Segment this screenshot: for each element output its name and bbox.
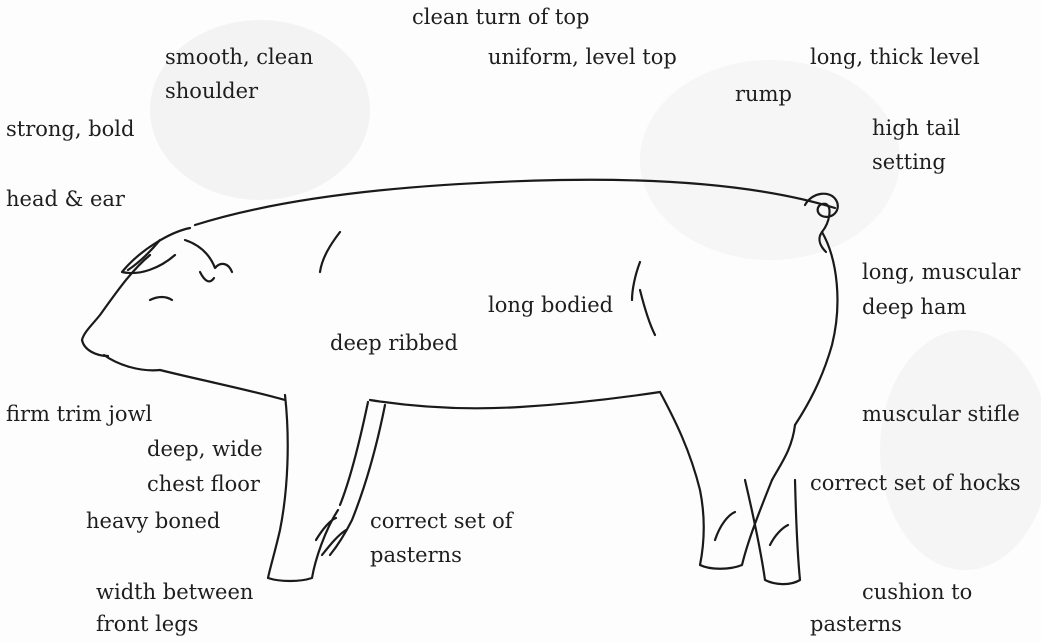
label-high-tail-setting-2: setting: [872, 145, 946, 179]
label-correct-set-of-pasterns-1: correct set of: [370, 504, 513, 538]
label-cushion-to-pasterns-2: pasterns: [810, 607, 902, 641]
label-deep-wide-chest-1: deep, wide: [147, 432, 263, 466]
label-long-muscular-ham-2: deep ham: [862, 290, 966, 324]
label-long-muscular-ham-1: long, muscular: [862, 255, 1020, 289]
pig-shoulder-crease: [320, 232, 340, 272]
pig-eye: [150, 297, 172, 300]
label-high-tail-setting-1: high tail: [872, 111, 960, 145]
label-correct-set-of-pasterns-2: pasterns: [370, 538, 462, 572]
label-strong-bold: strong, bold: [6, 112, 134, 146]
pig-ear-inner: [128, 240, 160, 270]
label-muscular-stifle: muscular stifle: [862, 397, 1020, 431]
pig-front-leg-near: [268, 395, 338, 581]
label-rump: rump: [735, 77, 792, 111]
label-uniform-level-top: uniform, level top: [488, 40, 677, 74]
label-cushion-to-pasterns-1: cushion to: [862, 575, 972, 609]
pig-rear-pastern: [715, 512, 788, 545]
label-heavy-boned: heavy boned: [86, 504, 220, 538]
pig-rear-leg-near: [660, 392, 772, 569]
pig-hock: [772, 425, 795, 480]
pig-mouth: [104, 355, 160, 370]
label-long-bodied: long bodied: [488, 288, 613, 322]
label-correct-set-of-hocks: correct set of hocks: [810, 466, 1021, 500]
pig-tail: [805, 194, 838, 252]
pig-face: [82, 255, 150, 356]
label-deep-wide-chest-2: chest floor: [147, 467, 260, 501]
pig-ham-rear: [795, 232, 837, 425]
label-clean-turn-of-top: clean turn of top: [412, 0, 589, 34]
label-smooth-clean-shoulder-2: shoulder: [165, 74, 258, 108]
pig-jowl: [160, 370, 285, 400]
pig-flank-crease: [632, 262, 640, 300]
pig-brow: [200, 272, 214, 281]
pig-back-line: [195, 180, 835, 225]
label-smooth-clean-shoulder-1: smooth, clean: [165, 40, 313, 74]
label-firm-trim-jowl: firm trim jowl: [6, 397, 152, 431]
pig-ham-crease: [640, 290, 655, 335]
label-deep-ribbed: deep ribbed: [330, 326, 458, 360]
pig-ear-fold: [185, 240, 232, 272]
label-head-and-ear: head & ear: [6, 182, 125, 216]
pig-belly: [370, 392, 660, 408]
label-width-between-front-legs-1: width between: [96, 575, 253, 609]
label-width-between-front-legs-2: front legs: [96, 607, 198, 641]
label-long-thick-level: long, thick level: [810, 40, 980, 74]
